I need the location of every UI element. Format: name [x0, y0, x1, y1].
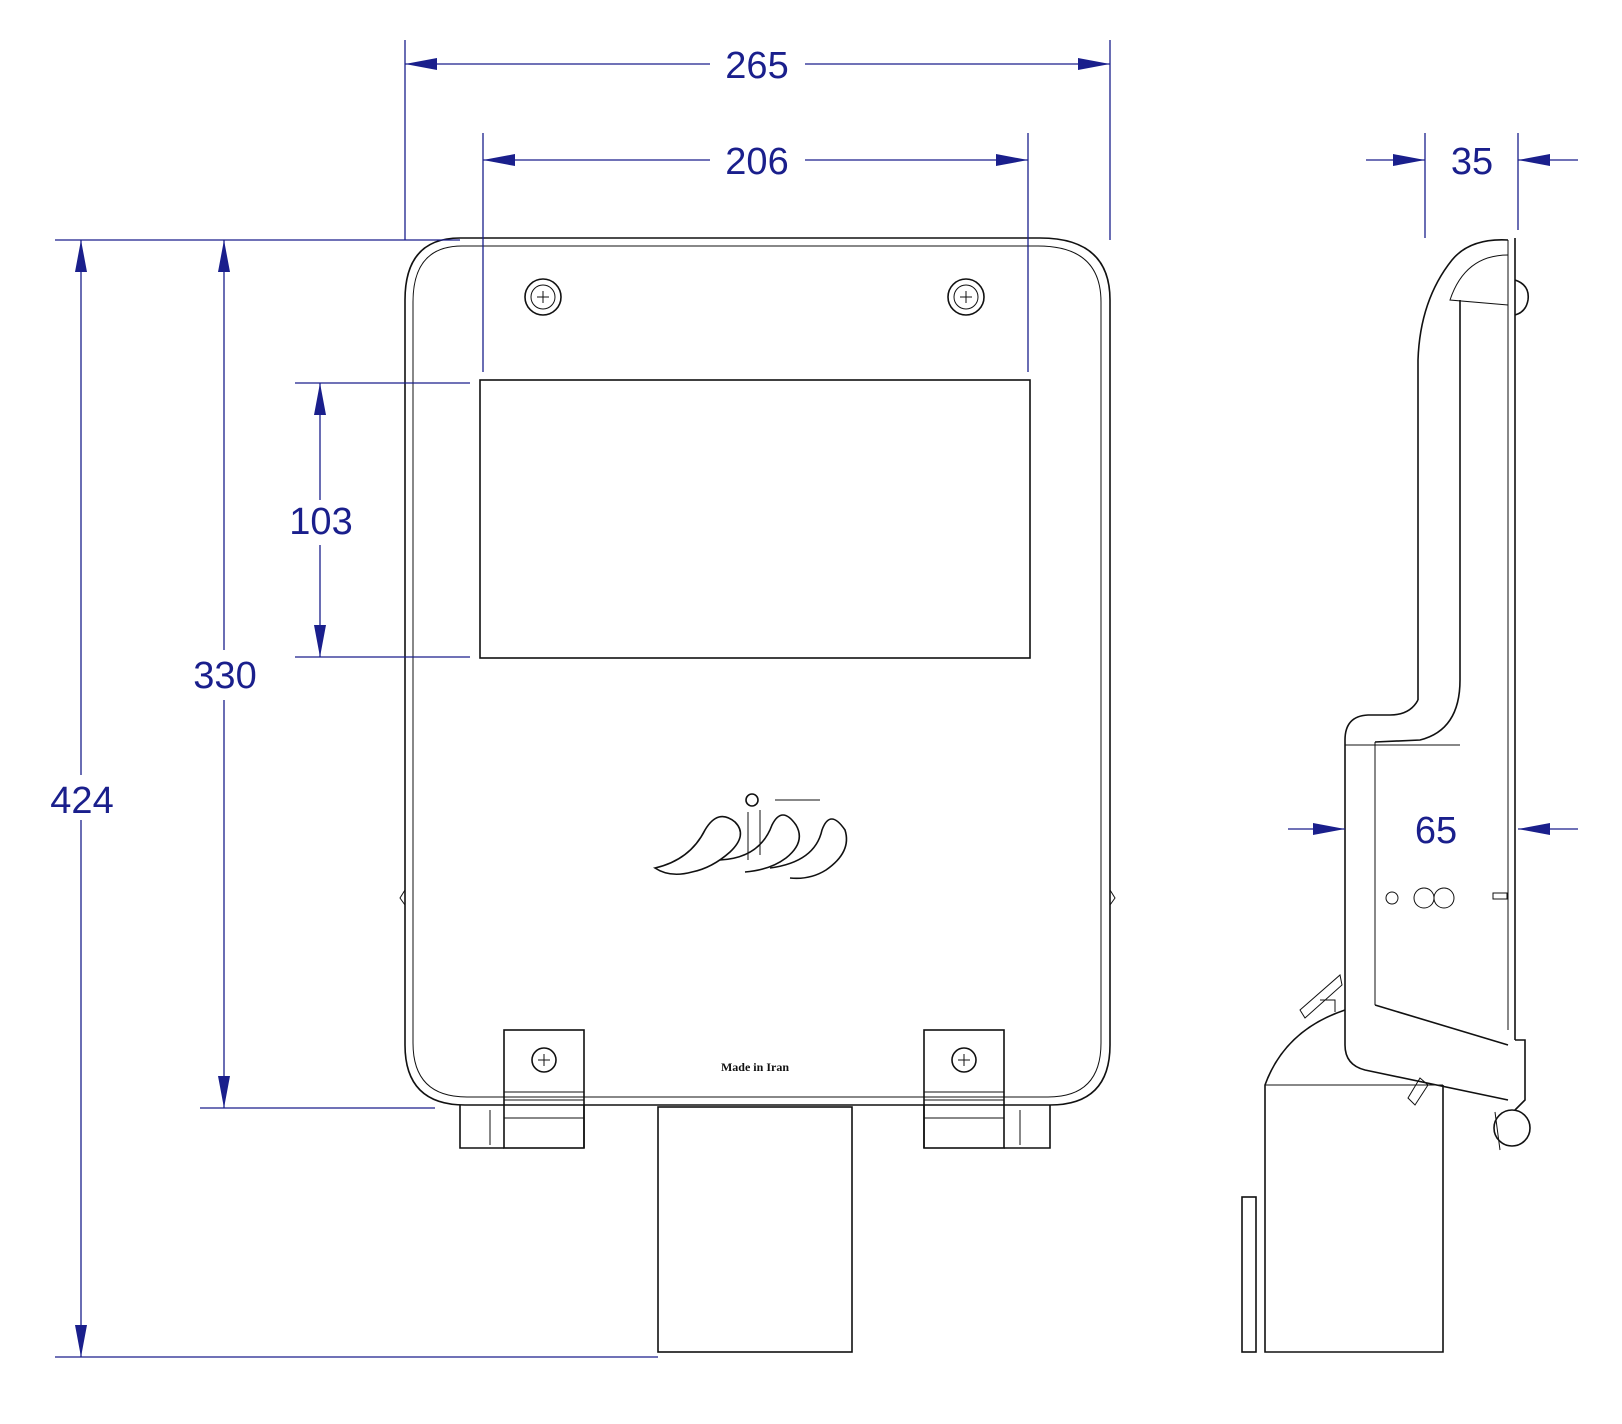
side-view — [1241, 238, 1531, 1353]
display-window — [479, 379, 1031, 659]
front-view: Made in Iran — [399, 237, 1116, 1353]
dim-width-display: 206 — [725, 141, 788, 183]
dimension-layer: 265 206 35 103 330 424 65 — [50, 40, 1578, 1358]
left-notch — [399, 889, 406, 906]
dim-height-overall: 424 — [50, 780, 113, 822]
side-pole-tab — [1241, 1196, 1257, 1353]
pole-spigot — [657, 1106, 853, 1353]
bottom-bracket-left — [503, 1029, 585, 1149]
brand-logo-icon — [653, 793, 848, 880]
side-body — [1344, 740, 1509, 1101]
phillips-screw-icon — [524, 278, 562, 316]
mounting-tab-right — [923, 1105, 1051, 1149]
side-slot — [1492, 892, 1508, 900]
side-hole — [1413, 887, 1435, 909]
front-body-inner — [412, 245, 1102, 1098]
dim-width-overall: 265 — [725, 45, 788, 87]
phillips-screw-icon — [951, 1047, 977, 1073]
dim-height-display: 103 — [289, 501, 352, 543]
phillips-screw-icon — [947, 278, 985, 316]
side-clip — [1299, 974, 1343, 1019]
dim-height-body: 330 — [193, 655, 256, 697]
mounting-tab-left — [459, 1105, 585, 1149]
bottom-bracket-right — [923, 1029, 1005, 1149]
side-top-head — [1417, 239, 1509, 700]
phillips-screw-icon — [531, 1047, 557, 1073]
side-hinge — [1493, 1109, 1531, 1147]
right-notch — [1109, 889, 1116, 906]
side-elbow — [1264, 1009, 1444, 1353]
side-neck — [1374, 300, 1461, 743]
front-body-outer — [404, 237, 1111, 1106]
dim-depth-top: 35 — [1451, 141, 1493, 183]
made-in-label: Made in Iran — [721, 1060, 789, 1074]
side-hole — [1433, 887, 1455, 909]
side-hole-small — [1385, 891, 1399, 905]
dim-depth-body: 65 — [1415, 810, 1457, 852]
